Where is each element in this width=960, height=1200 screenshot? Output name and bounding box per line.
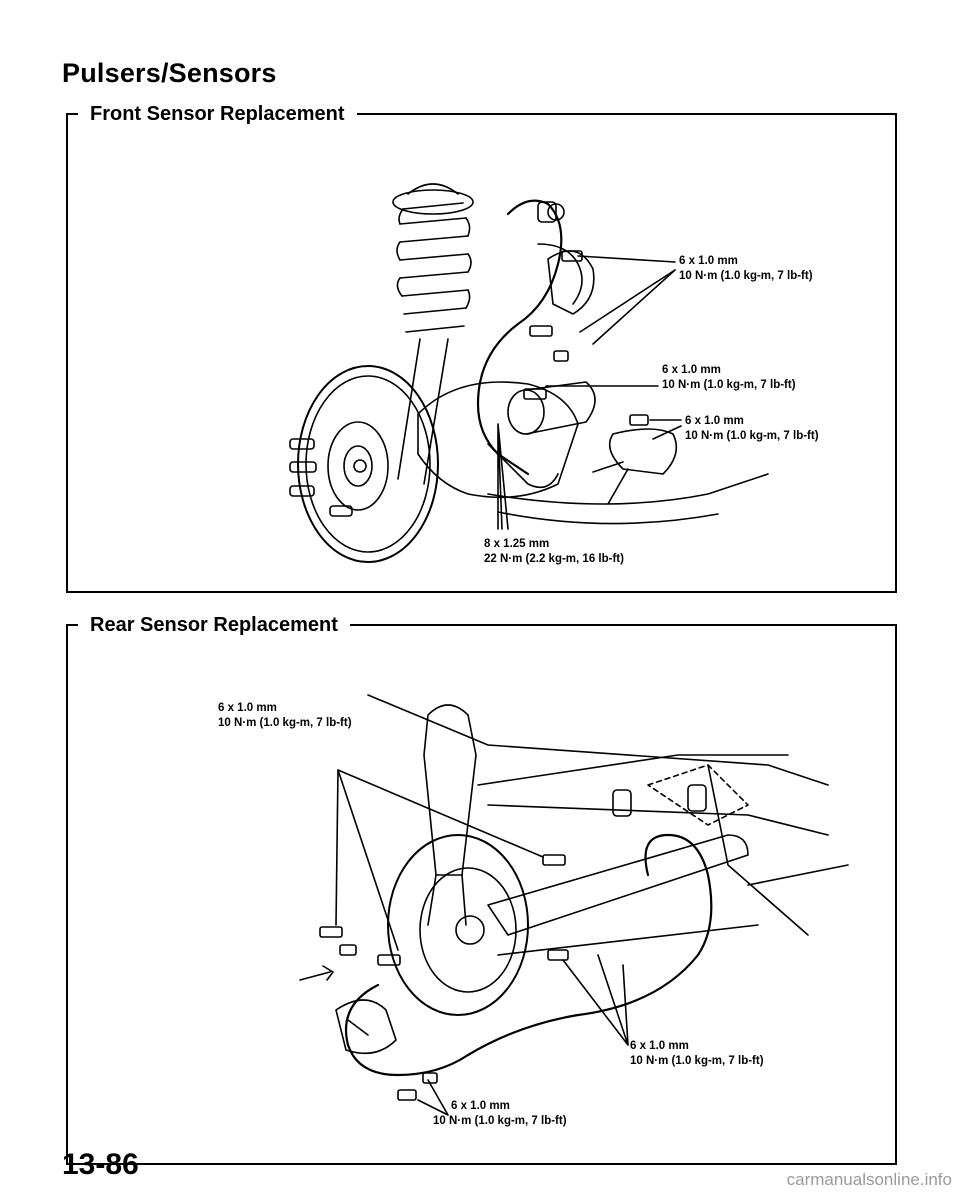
- header-rule: [66, 113, 897, 115]
- rear-section-header: Rear Sensor Replacement: [66, 612, 897, 638]
- rear-callout-3-size: 6 x 1.0 mm: [451, 1100, 510, 1112]
- page-title: Pulsers/Sensors: [62, 58, 277, 88]
- front-callout-1-size: 6 x 1.0 mm: [679, 255, 738, 267]
- front-section-header: Front Sensor Replacement: [66, 101, 897, 127]
- front-callout-3-torque: 10 N·m (1.0 kg-m, 7 lb-ft): [685, 430, 819, 442]
- rear-suspension-illustration: 6 x 1.0 mm 10 N·m (1.0 kg-m, 7 lb-ft) 6 …: [218, 694, 849, 1127]
- rear-callout-1-torque: 10 N·m (1.0 kg-m, 7 lb-ft): [218, 717, 352, 729]
- front-callout-2-torque: 10 N·m (1.0 kg-m, 7 lb-ft): [662, 379, 796, 391]
- front-callout-1-torque: 10 N·m (1.0 kg-m, 7 lb-ft): [679, 270, 813, 282]
- front-drawing: [289, 183, 769, 563]
- rear-callout-2-torque: 10 N·m (1.0 kg-m, 7 lb-ft): [630, 1055, 764, 1067]
- front-callout-4-torque: 22 N·m (2.2 kg-m, 16 lb-ft): [484, 553, 624, 565]
- header-rule: [66, 624, 897, 626]
- rear-callout-2-size: 6 x 1.0 mm: [630, 1040, 689, 1052]
- rear-callout-3-torque: 10 N·m (1.0 kg-m, 7 lb-ft): [433, 1115, 567, 1127]
- watermark: carmanualsonline.info: [786, 1170, 952, 1189]
- rear-sensor-section: Rear Sensor Replacement: [66, 612, 897, 1165]
- page-number: 13-86: [62, 1148, 139, 1181]
- rear-section-title: Rear Sensor Replacement: [78, 612, 350, 638]
- front-callout-4-size: 8 x 1.25 mm: [484, 538, 549, 550]
- rear-drawing: [299, 694, 849, 1116]
- front-callout-2-size: 6 x 1.0 mm: [662, 364, 721, 376]
- front-callout-3-size: 6 x 1.0 mm: [685, 415, 744, 427]
- front-sensor-section: Front Sensor Replacement: [66, 101, 897, 593]
- front-suspension-illustration: 6 x 1.0 mm 10 N·m (1.0 kg-m, 7 lb-ft) 6 …: [289, 183, 819, 565]
- front-section-title: Front Sensor Replacement: [78, 101, 357, 127]
- rear-callout-1-size: 6 x 1.0 mm: [218, 702, 277, 714]
